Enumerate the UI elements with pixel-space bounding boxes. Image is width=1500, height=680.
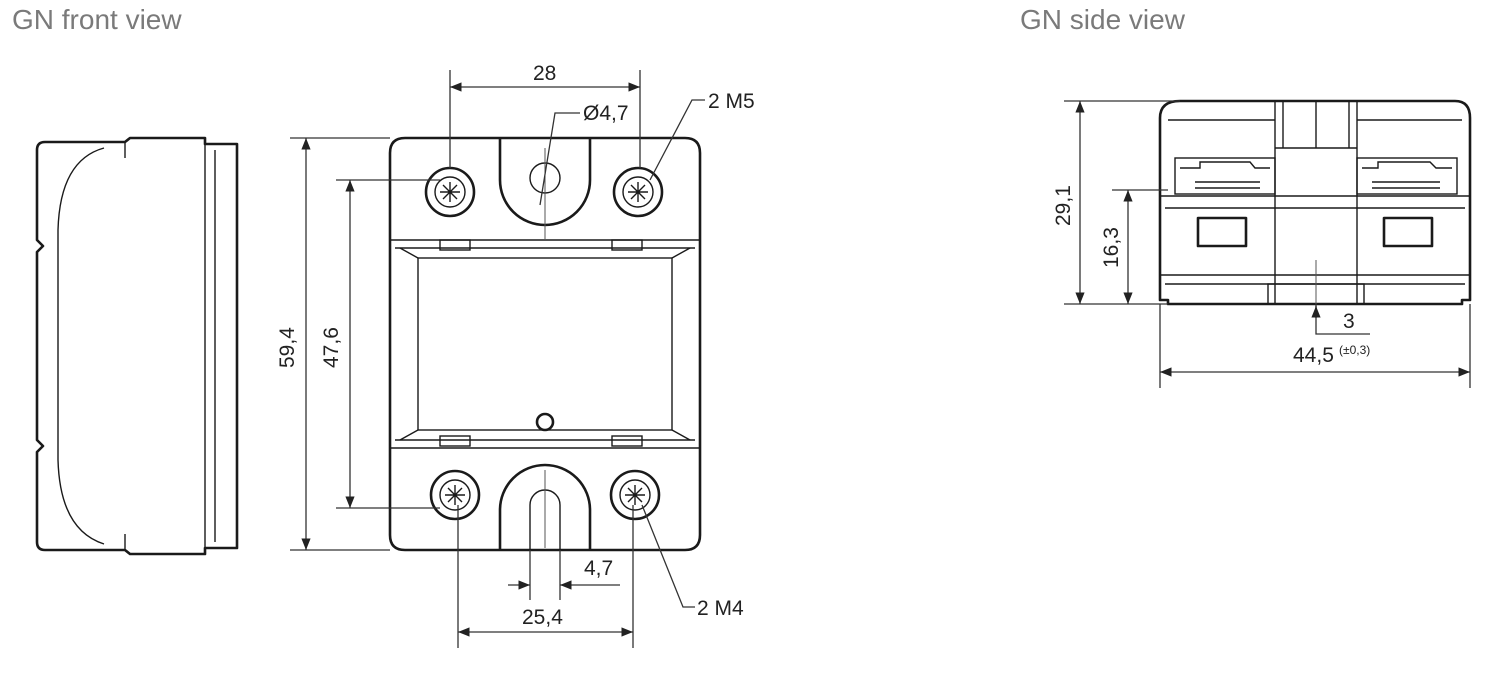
- dim-side-height-lower: 16,3: [1100, 227, 1123, 268]
- side-view-body: [1158, 99, 1472, 306]
- front-view-dimensions: [290, 70, 705, 648]
- dim-front-slot-width: 4,7: [584, 557, 613, 580]
- dim-front-hole-diameter: Ø4,7: [583, 102, 629, 125]
- screw-bottom-left-icon: [429, 469, 481, 521]
- dim-side-height-total: 29,1: [1052, 185, 1075, 226]
- left-profile-view: [35, 136, 239, 556]
- side-view-dimensions: [1064, 100, 1471, 388]
- side-view-title: GN side view: [1020, 4, 1185, 35]
- screw-top-left-icon: [424, 166, 476, 218]
- dim-side-tolerance: (±0,3): [1339, 343, 1370, 357]
- dim-front-height-holes: 47,6: [320, 327, 343, 368]
- dim-front-width-top: 28: [533, 62, 556, 85]
- dim-side-offset: 3: [1343, 310, 1355, 333]
- dim-front-thread-bottom: 2 M4: [697, 597, 744, 620]
- dim-front-thread-top: 2 M5: [708, 90, 755, 113]
- dim-front-width-bottom: 25,4: [522, 606, 563, 629]
- screw-top-right-icon: [612, 166, 664, 218]
- screw-bottom-right-icon: [609, 469, 661, 521]
- dim-side-width-total: 44,5: [1293, 344, 1334, 367]
- dim-front-height-total: 59,4: [276, 327, 299, 368]
- front-view-body: [388, 136, 702, 552]
- front-view-title: GN front view: [12, 4, 182, 35]
